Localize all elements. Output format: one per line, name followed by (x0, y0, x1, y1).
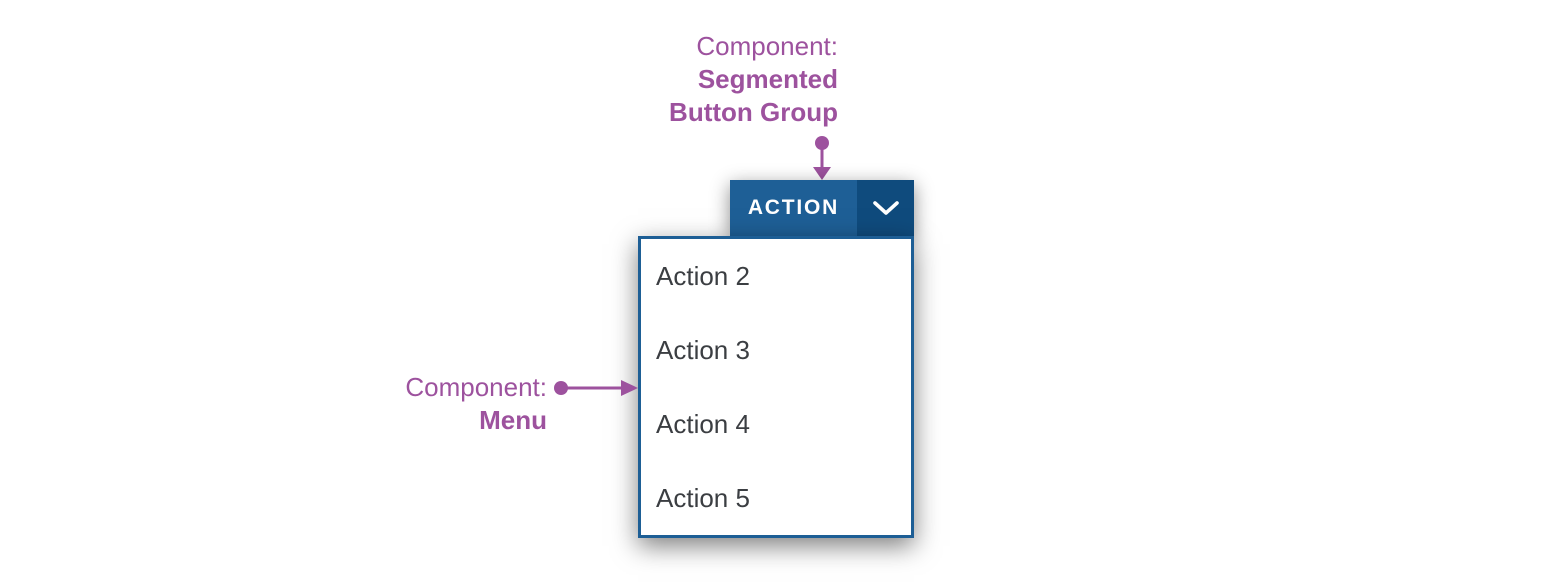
annotation-line-button-group: Button Group (669, 97, 838, 127)
leader-arrow-down-icon (813, 136, 831, 180)
chevron-down-icon (872, 201, 899, 215)
annotation-line-segmented: Segmented (697, 64, 838, 94)
annotation-line-menu: Menu (479, 405, 547, 435)
menu-item-action-2[interactable]: Action 2 (641, 239, 911, 313)
menu-item-action-5[interactable]: Action 5 (641, 461, 911, 535)
menu-item-action-4[interactable]: Action 4 (641, 387, 911, 461)
action-button[interactable]: ACTION (730, 180, 857, 236)
segmented-button-group: ACTION (730, 180, 914, 236)
annotation-menu: Component: Menu (227, 371, 547, 437)
annotation-line-component: Component: (696, 31, 838, 61)
leader-arrow-right-icon (554, 380, 638, 396)
dropdown-menu: Action 2 Action 3 Action 4 Action 5 (638, 236, 914, 538)
menu-item-action-3[interactable]: Action 3 (641, 313, 911, 387)
dropdown-toggle-button[interactable] (857, 180, 914, 236)
annotation-line-component: Component: (405, 372, 547, 402)
annotation-segmented-button-group: Component: Segmented Button Group (518, 30, 838, 129)
